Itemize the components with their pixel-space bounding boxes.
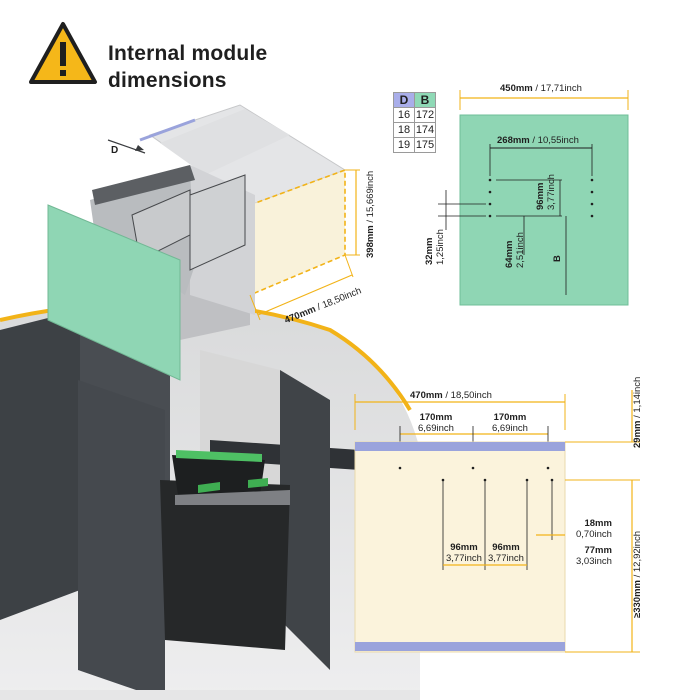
module-3d-illustration xyxy=(47,104,360,381)
table-header-row: D B xyxy=(393,92,436,108)
front-width-label: 470mm / 18,50inch xyxy=(410,390,492,401)
front-width-mm: 470mm xyxy=(410,390,443,401)
front-spacing1-mm: 170mm xyxy=(419,412,453,423)
kitchen-photo xyxy=(0,300,420,700)
module-height-in: 15,669inch xyxy=(365,170,376,218)
top-width-in: 17,71inch xyxy=(540,83,582,94)
front-top-label: 29mm / 1,14inch xyxy=(632,376,643,448)
top-b-label: B xyxy=(552,255,563,262)
top-width-mm: 450mm xyxy=(500,83,533,94)
front-spacing2-mm: 170mm xyxy=(493,412,527,423)
top-view-diagram xyxy=(438,90,629,306)
front-height-mm: ≥330mm xyxy=(632,580,643,618)
table-row: 19 175 xyxy=(393,137,436,153)
front-top-in: 1,14inch xyxy=(632,376,643,413)
d-b-table: D B 16 172 18 174 19 175 xyxy=(393,92,436,153)
front-side2-mm: 77mm xyxy=(584,545,612,556)
top-pitch-in: 3,77inch xyxy=(546,174,557,210)
table-cell: 174 xyxy=(414,122,436,138)
front-spacing2-in: 6,69inch xyxy=(492,423,528,434)
top-spacing-in: 10,55inch xyxy=(537,135,579,146)
front-pitch2-in: 3,77inch xyxy=(488,553,524,564)
top-pitch-mm: 96mm xyxy=(535,182,546,210)
front-pitch1-in: 3,77inch xyxy=(446,553,482,564)
page-title: Internal module dimensions xyxy=(108,40,267,94)
module-height-mm: 398mm xyxy=(365,225,376,258)
top-offset-in: 2,51inch xyxy=(515,232,526,268)
table-cell: 175 xyxy=(414,137,436,153)
front-height-label: ≥330mm / 12,92inch xyxy=(632,530,643,618)
front-side-in: 0,70inch xyxy=(576,529,612,540)
table-cell: 19 xyxy=(393,137,415,153)
title-line-1: Internal module xyxy=(108,42,268,65)
table-row: 18 174 xyxy=(393,122,436,138)
front-pitch2-mm: 96mm xyxy=(492,542,520,553)
warning-triangle-icon xyxy=(29,22,97,84)
top-edge-in: 1,25inch xyxy=(435,229,446,265)
front-side2-in: 3,03inch xyxy=(576,556,612,567)
front-width-in: 18,50inch xyxy=(450,390,492,401)
front-top-mm: 29mm xyxy=(632,420,643,448)
front-side-mm: 18mm xyxy=(584,518,612,529)
top-spacing-label: 268mm / 10,55inch xyxy=(497,135,579,146)
title-line-2: dimensions xyxy=(108,69,227,92)
front-spacing1-in: 6,69inch xyxy=(418,423,454,434)
top-spacing-mm: 268mm xyxy=(497,135,530,146)
top-offset-mm: 64mm xyxy=(504,240,515,268)
top-width-label: 450mm / 17,71inch xyxy=(500,83,582,94)
front-view-diagram xyxy=(354,390,640,653)
front-height-in: 12,92inch xyxy=(632,530,643,573)
table-header-b: B xyxy=(414,92,436,108)
front-pitch1-mm: 96mm xyxy=(450,542,478,553)
d-dimension-label: D xyxy=(111,145,119,156)
module-height-label: 398mm / 15,669inch xyxy=(365,170,376,258)
top-edge-mm: 32mm xyxy=(424,237,435,265)
